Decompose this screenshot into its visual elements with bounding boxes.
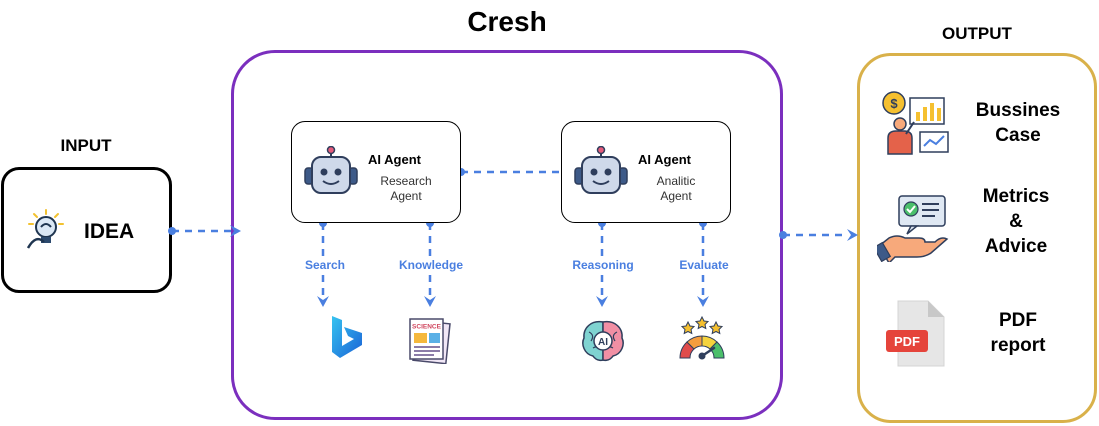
output-label-line: Bussines: [975, 100, 1061, 121]
output-label-line: &: [1009, 211, 1023, 232]
arrowhead-evaluate: [697, 296, 709, 307]
step-label-knowledge: Knowledge: [386, 258, 476, 272]
metrics-advice-icon: [877, 195, 949, 262]
idea-label: IDEA: [84, 220, 135, 243]
pdf-badge: PDF: [894, 334, 920, 349]
bing-icon: [332, 316, 362, 358]
diagram-title: Cresh: [467, 6, 547, 37]
step-label-search: Search: [280, 258, 370, 272]
agent-title: AI Agent: [638, 152, 691, 167]
arrowhead-search: [317, 296, 329, 307]
lightbulb-head-icon: [26, 209, 64, 249]
step-label-reasoning: Reasoning: [558, 258, 648, 272]
arrowhead-input: [230, 225, 241, 237]
science-badge: SCIENCE: [412, 324, 442, 331]
output-label-line: report: [990, 335, 1046, 356]
pdf-report-icon: PDF: [886, 300, 945, 367]
output-label-line: Case: [995, 125, 1041, 146]
agent-subtitle-line2: Agent: [390, 189, 422, 203]
rating-gauge-icon: [679, 316, 725, 360]
research-agent-box: AI Agent Research Agent: [291, 121, 461, 223]
arrowhead-output: [847, 229, 858, 241]
output-heading: OUTPUT: [942, 24, 1012, 43]
ai-badge: AI: [598, 337, 608, 348]
input-heading: INPUT: [60, 136, 112, 155]
business-case-icon: $: [882, 91, 949, 155]
step-label-evaluate: Evaluate: [659, 258, 749, 272]
output-label-business-case: Bussines Case: [958, 98, 1078, 148]
arrowhead-reasoning: [596, 296, 608, 307]
output-label-metrics-advice: Metrics & Advice: [956, 184, 1076, 259]
output-label-pdf-report: PDF report: [958, 308, 1078, 358]
output-label-line: Advice: [984, 236, 1048, 257]
agent-title: AI Agent: [368, 152, 421, 167]
output-label-line: PDF: [999, 310, 1037, 331]
robot-icon: [304, 146, 358, 194]
agent-subtitle-line1: Research: [380, 174, 432, 188]
output-label-line: Metrics: [982, 186, 1050, 207]
svg-text:$: $: [890, 96, 898, 111]
ai-brain-icon: AI: [582, 320, 624, 362]
cresh-box: [231, 50, 783, 420]
analitic-agent-box: AI Agent Analitic Agent: [561, 121, 731, 223]
robot-icon: [574, 146, 628, 194]
agent-subtitle-line2: Agent: [660, 189, 692, 203]
science-journal-icon: SCIENCE: [409, 318, 451, 364]
arrowhead-knowledge: [424, 296, 436, 307]
agent-subtitle-line1: Analitic: [656, 174, 696, 188]
